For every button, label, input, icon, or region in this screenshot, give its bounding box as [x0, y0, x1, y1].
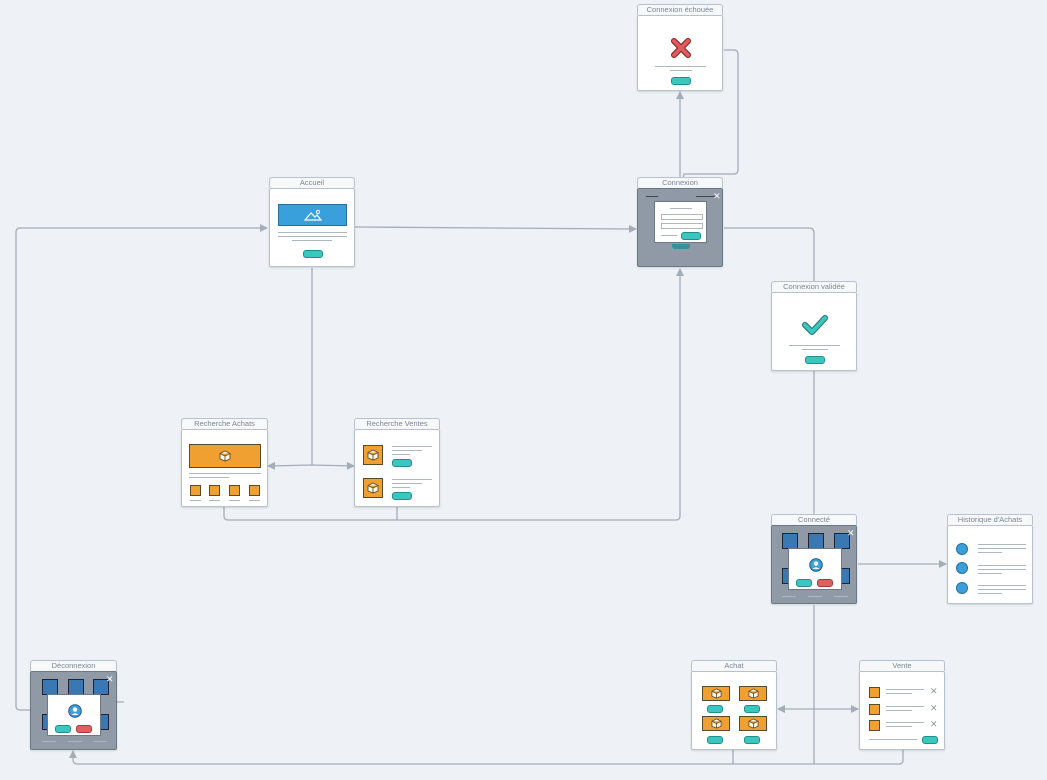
edge-recherche-connexion	[223, 268, 684, 521]
package-icon	[189, 444, 261, 468]
screen-title: Connexion échouée	[637, 4, 723, 15]
screen-title: Connexion	[637, 177, 723, 188]
edge-deconnexion-accueil	[15, 224, 268, 711]
screen-title: Vente	[859, 660, 945, 671]
user-icon	[68, 704, 82, 718]
screen-title: Déconnexion	[30, 660, 117, 671]
screen-connexion-validee[interactable]: Connexion validée	[771, 281, 857, 371]
cancel-button[interactable]	[817, 579, 833, 587]
package-icon	[702, 686, 730, 701]
close-icon[interactable]: ✕	[847, 528, 855, 538]
package-icon	[363, 445, 383, 465]
edge-connexion-validee	[724, 227, 818, 291]
x-icon	[671, 38, 691, 58]
package-icon	[739, 716, 767, 731]
screen-title: Connecté	[771, 514, 857, 525]
screen-achat[interactable]: Achat	[691, 660, 777, 750]
check-icon	[802, 315, 828, 335]
screen-title: Recherche Achats	[181, 418, 268, 429]
edge-echouee-connexion	[679, 49, 739, 187]
screen-connexion[interactable]: Connexion ✕	[637, 177, 723, 267]
password-field[interactable]	[661, 223, 703, 229]
close-icon[interactable]: ✕	[106, 674, 114, 684]
screen-deconnexion[interactable]: Déconnexion ✕	[30, 660, 117, 750]
screen-title: Connexion validée	[771, 281, 857, 292]
screen-historique-achats[interactable]: Historique d'Achats	[947, 514, 1033, 604]
accueil-button[interactable]	[303, 250, 323, 258]
screen-connecte[interactable]: Connecté ✕	[771, 514, 857, 604]
screen-title: Accueil	[269, 177, 355, 188]
screen-title: Historique d'Achats	[947, 514, 1033, 525]
screen-vente[interactable]: Vente ✕ ✕ ✕	[859, 660, 945, 750]
screen-recherche-ventes[interactable]: Recherche Ventes	[354, 418, 440, 507]
edge-to-recherche-achats	[267, 461, 313, 470]
user-icon	[809, 558, 823, 572]
edge-to-recherche-ventes	[311, 461, 355, 470]
user-dialog	[788, 548, 842, 590]
package-icon	[739, 686, 767, 701]
continue-button[interactable]	[805, 356, 825, 364]
login-dialog	[654, 201, 707, 243]
screen-recherche-achats[interactable]: Recherche Achats	[181, 418, 268, 507]
edge-bottom-to-deconnexion	[69, 750, 904, 765]
retry-button[interactable]	[671, 77, 691, 85]
confirm-button[interactable]	[796, 579, 812, 587]
edge-connecte-achat	[777, 605, 815, 713]
confirm-button[interactable]	[55, 725, 71, 733]
screen-connexion-echouee[interactable]: Connexion échouée	[637, 4, 723, 91]
user-dialog	[47, 694, 101, 736]
close-icon[interactable]: ✕	[713, 191, 721, 201]
remove-icon[interactable]: ✕	[930, 719, 938, 729]
login-button[interactable]	[681, 232, 701, 240]
image-icon	[278, 204, 347, 226]
screen-title: Recherche Ventes	[354, 418, 440, 429]
cancel-button[interactable]	[76, 725, 92, 733]
username-field[interactable]	[661, 214, 703, 220]
remove-icon[interactable]: ✕	[930, 703, 938, 713]
remove-icon[interactable]: ✕	[930, 686, 938, 696]
screen-accueil[interactable]: Accueil	[269, 177, 355, 267]
sell-button[interactable]	[922, 736, 938, 744]
package-icon	[363, 478, 383, 498]
screen-title: Achat	[691, 660, 777, 671]
edge-accueil-connexion	[354, 224, 637, 233]
package-icon	[702, 716, 730, 731]
